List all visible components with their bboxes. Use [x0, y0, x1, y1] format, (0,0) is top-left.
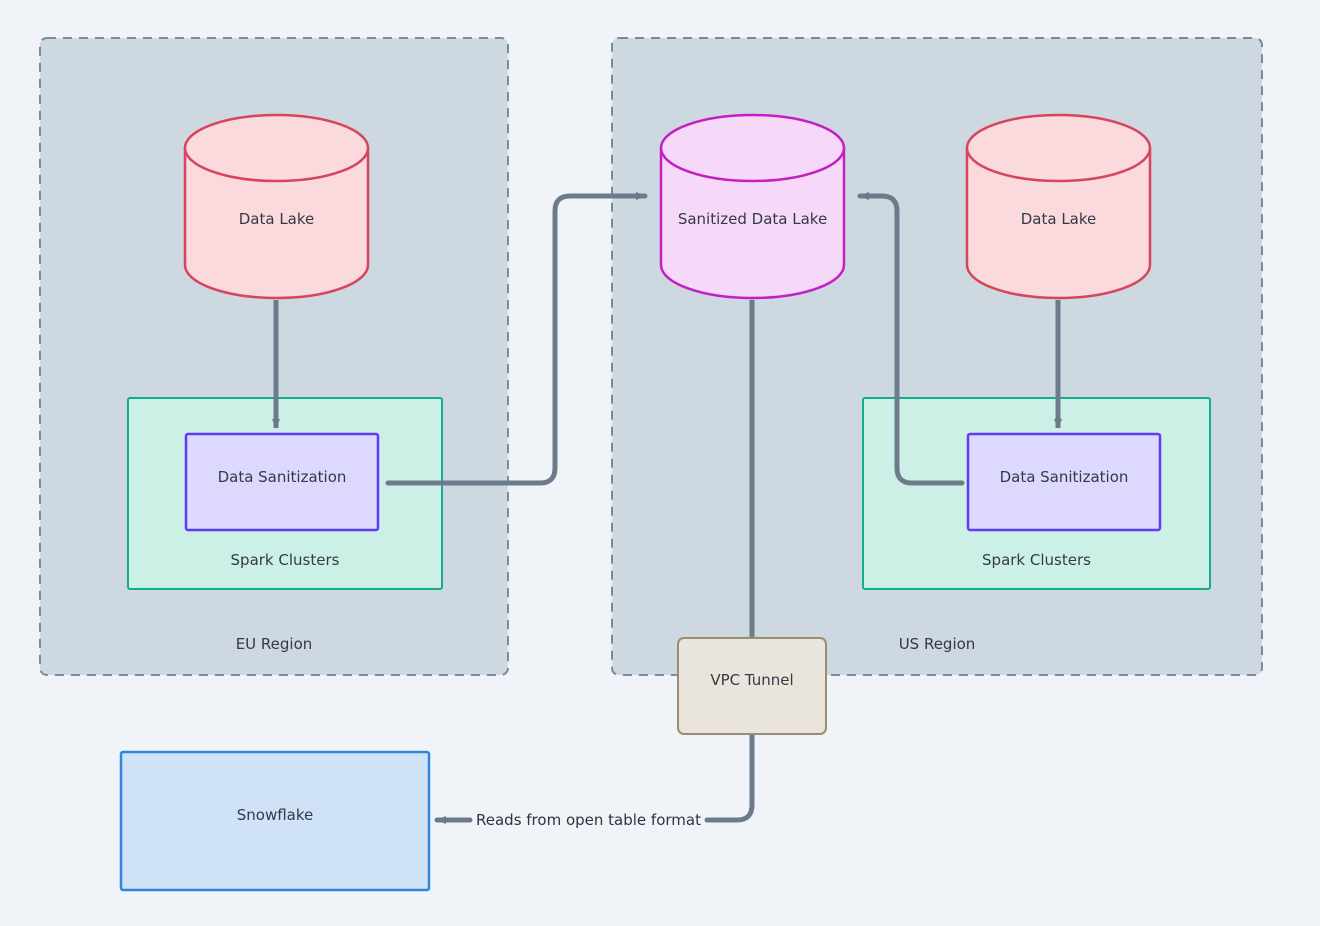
- us-data-sanitization-box[interactable]: [966, 432, 1162, 532]
- vpc-tunnel-box[interactable]: [677, 637, 827, 735]
- cylinder-top: [965, 113, 1152, 183]
- cylinder-top: [183, 113, 370, 183]
- region-eu-label: EU Region: [235, 635, 313, 653]
- sanitized-data-lake-node[interactable]: [659, 113, 846, 300]
- eu-data-sanitization-box[interactable]: [184, 432, 380, 532]
- cylinder-body: [965, 146, 1152, 300]
- cylinder-body: [659, 146, 846, 300]
- us-data-lake-node[interactable]: [965, 113, 1152, 300]
- cylinder-body: [183, 146, 370, 300]
- cylinder-top: [659, 113, 846, 183]
- snowflake-box[interactable]: [119, 750, 431, 892]
- eu-data-lake-node[interactable]: [183, 113, 370, 300]
- edge-eu-sanitization-to-sanitized-lake: [385, 192, 648, 486]
- region-us-label: US Region: [898, 635, 976, 653]
- edge-us-sanitization-to-sanitized-lake: [857, 192, 965, 486]
- edge-label-reads-from-open-table-format: Reads from open table format: [473, 811, 704, 829]
- edge-vpc-tunnel-to-snowflake-right: [704, 731, 755, 823]
